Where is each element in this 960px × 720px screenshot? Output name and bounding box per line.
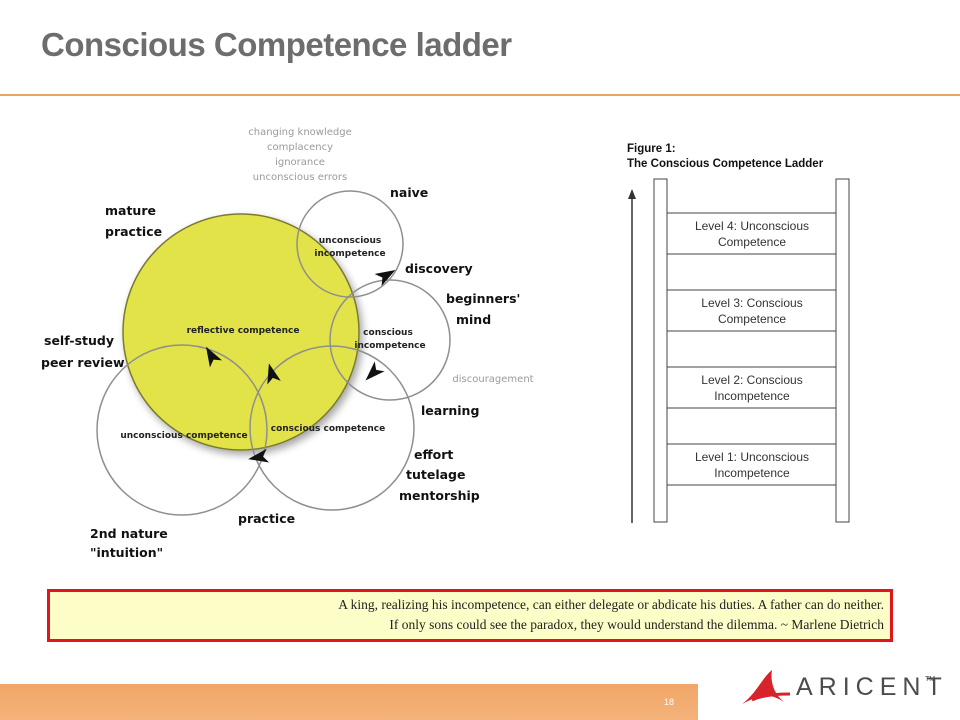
- unconscious-circle-label: unconscious competence: [120, 431, 247, 441]
- level-1-line-2: Incompetence: [714, 466, 790, 480]
- naive-circle-label-1: unconscious: [319, 236, 381, 246]
- beginner-circle: [329, 279, 451, 401]
- ladder-rung-1: [666, 443, 837, 486]
- second-nature-label-1: 2nd nature: [90, 526, 168, 541]
- level-3-line-2: Competence: [718, 312, 786, 326]
- ladder-rung-2: [666, 366, 837, 409]
- arrow-practice: [248, 448, 270, 463]
- conscious-circle: [249, 345, 415, 511]
- up-arrow: [628, 189, 636, 523]
- top-note-1: changing knowledge: [248, 127, 352, 138]
- level-1-line-1: Level 1: Unconscious: [695, 450, 809, 464]
- level-4-line-2: Competence: [718, 235, 786, 249]
- ladder-rail-right: [835, 178, 850, 523]
- mature-label-2: practice: [105, 224, 162, 239]
- ladder-rail-left: [653, 178, 668, 523]
- level-3-line-1: Level 3: Conscious: [701, 296, 802, 310]
- conscious-circle-label: conscious competence: [271, 424, 385, 434]
- level-2-line-2: Incompetence: [714, 389, 790, 403]
- ladder-rung-4: [666, 212, 837, 255]
- unconscious-circle: [96, 344, 268, 516]
- level-4-line-1: Level 4: Unconscious: [695, 219, 809, 233]
- discouragement-label: discouragement: [452, 374, 533, 385]
- brand-tm: TM: [925, 676, 936, 683]
- beginners-label-2: mind: [456, 312, 491, 327]
- reflective-circle: [122, 213, 360, 451]
- figure-title: The Conscious Competence Ladder: [627, 158, 824, 170]
- beginner-circle-label-1: conscious: [363, 328, 413, 338]
- title-rule: [0, 94, 960, 96]
- arrow-reflective: [267, 363, 281, 385]
- discovery-label: discovery: [405, 261, 473, 276]
- effort-label-3: mentorship: [399, 488, 480, 503]
- competence-ladder-figure: Figure 1: The Conscious Competence Ladde…: [627, 143, 850, 523]
- page-number: 18: [664, 697, 675, 707]
- aricent-logo-icon: [742, 670, 791, 704]
- learning-label: learning: [421, 403, 479, 418]
- top-note-3: ignorance: [275, 157, 325, 168]
- quote-line-2: If only sons could see the paradox, they…: [389, 617, 884, 632]
- naive-circle-label-2: incompetence: [314, 249, 385, 259]
- practice-label: practice: [238, 511, 295, 526]
- level-2-line-1: Level 2: Conscious: [701, 373, 802, 387]
- slide-title: Conscious Competence ladder: [41, 26, 512, 63]
- second-nature-label-2: "intuition": [90, 545, 163, 560]
- beginner-circle-label-2: incompetence: [354, 341, 425, 351]
- quote-line-1: A king, realizing his incompetence, can …: [338, 597, 884, 612]
- brand-name: ARICENT: [796, 673, 948, 701]
- footer-bar: [0, 684, 698, 720]
- quote-box: A king, realizing his incompetence, can …: [47, 589, 893, 642]
- reflective-circle-label: reflective competence: [187, 326, 300, 336]
- top-note-2: complacency: [267, 142, 333, 153]
- competence-circles-diagram: unconscious incompetence conscious incom…: [41, 127, 534, 560]
- arrow-learning: [365, 361, 385, 381]
- figure-label: Figure 1:: [627, 143, 676, 155]
- naive-label: naive: [390, 185, 428, 200]
- self-study-label-1: self-study: [44, 333, 114, 348]
- top-note-4: unconscious errors: [253, 172, 347, 183]
- naive-circle: [296, 190, 404, 298]
- arrow-mature: [206, 346, 223, 368]
- ladder-rung-3: [666, 289, 837, 332]
- effort-label-1: effort: [414, 447, 453, 462]
- effort-label-2: tutelage: [406, 467, 465, 482]
- beginners-label-1: beginners': [446, 291, 520, 306]
- arrow-discovery: [374, 270, 396, 287]
- self-study-label-2: peer review: [41, 355, 125, 370]
- mature-label-1: mature: [105, 203, 156, 218]
